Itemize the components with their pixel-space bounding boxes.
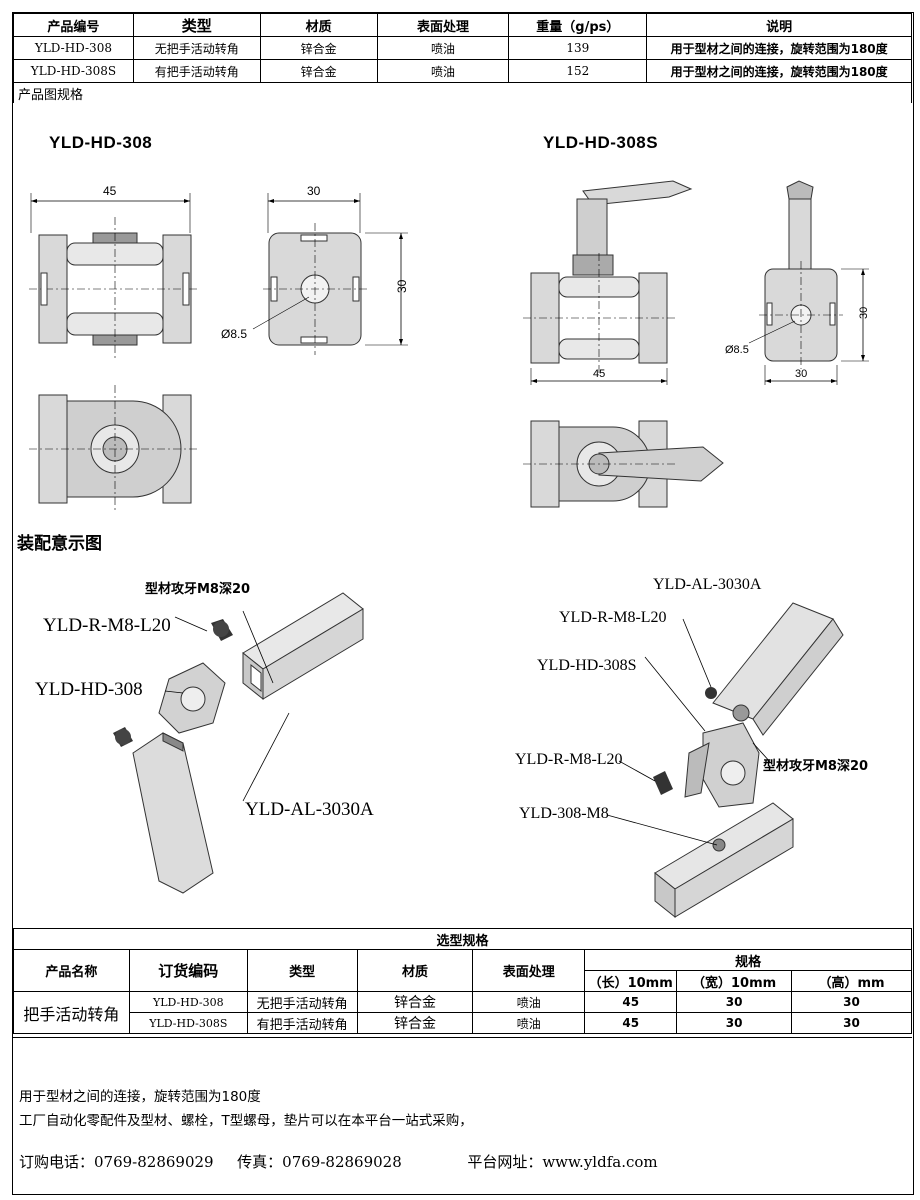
header-cell: 规格 (584, 949, 912, 971)
table-cell: 锌合金 (259, 59, 378, 83)
table-cell: 45 (584, 1012, 678, 1034)
table-cell: 139 (508, 36, 648, 60)
table-cell: 30 (676, 991, 793, 1013)
header-cell: 类型 (132, 13, 261, 37)
assembly-title: 装配意示图 (17, 534, 102, 554)
fax-text: 传真：0769-82869028 (237, 1153, 402, 1171)
table-row: YLD-HD-308 无把手活动转角 锌合金 喷油 139 用于型材之间的连接，… (13, 36, 912, 60)
table-row: YLD-HD-308S 有把手活动转角 锌合金 喷油 152 用于型材之间的连接… (13, 59, 912, 83)
table-row: 产品图规格 (13, 82, 912, 103)
table-cell: 30 (791, 1012, 912, 1034)
datasheet: 产品编号 类型 材质 表面处理 重量（g/ps） 说明 YLD-HD-308 无… (12, 12, 914, 1195)
table-cell: 有把手活动转角 (132, 59, 261, 83)
header-cell: 说明 (646, 13, 912, 37)
corner-callout: YLD-HD-308 (35, 679, 143, 700)
selection-table: 选型规格 产品名称 订货编码 类型 材质 表面处理 规格 （长）10mm （宽）… (13, 928, 912, 1034)
table-cell: 用于型材之间的连接，旋转范围为180度 (646, 36, 912, 60)
footer-line-2: 工厂自动化零配件及型材、螺栓，T型螺母，垫片可以在本平台一站式采购， (19, 1113, 473, 1129)
table-cell: 喷油 (376, 59, 510, 83)
table-cell: 45 (584, 991, 678, 1013)
table-cell: YLD-HD-308S (128, 1012, 248, 1034)
table-cell: 无把手活动转角 (132, 36, 261, 60)
dim-side-label: 30 (395, 279, 409, 293)
screw-bottom-callout: YLD-R-M8-L20 (515, 751, 623, 768)
table-cell: 锌合金 (356, 991, 474, 1013)
header-cell: 产品编号 (13, 13, 134, 37)
table-cell: YLD-HD-308 (128, 991, 248, 1013)
hole-label: Ø8.5 (221, 327, 247, 341)
table-cell: 有把手活动转角 (246, 1012, 358, 1034)
table-row: 把手活动转角 YLD-HD-308 无把手活动转角 锌合金 喷油 45 30 3… (13, 991, 912, 1034)
table-cell: 喷油 (376, 36, 510, 60)
header-cell: 重量（g/ps） (508, 13, 648, 37)
table-cell: 喷油 (472, 991, 586, 1013)
divider (13, 1037, 912, 1038)
header-cell: 表面处理 (472, 949, 586, 992)
contact-line: 订购电话：0769-82869029 传真：0769-82869028 平台网址… (19, 1151, 658, 1172)
dim-bottom-label: 30 (795, 368, 807, 380)
header-cell: 类型 (246, 949, 358, 992)
profile-callout: YLD-AL-3030A (245, 799, 374, 820)
right-part-title: YLD-HD-308S (543, 133, 659, 152)
header-cell: 订货编码 (128, 949, 248, 992)
table-cell: YLD-HD-308 (13, 36, 134, 60)
header-cell: 材质 (259, 13, 378, 37)
table-cell: YLD-HD-308S (13, 59, 134, 83)
table-cell: 无把手活动转角 (246, 991, 358, 1013)
selection-title: 选型规格 (13, 928, 912, 950)
left-part-title: YLD-HD-308 (49, 133, 153, 152)
table-cell: 用于型材之间的连接，旋转范围为180度 (646, 59, 912, 83)
header-cell: 表面处理 (376, 13, 510, 37)
dim-width-label: 45 (103, 184, 117, 198)
left-assembly-drawing (113, 592, 364, 894)
right-assembly-drawing (606, 602, 844, 919)
table-row: YLD-HD-308S 有把手活动转角 锌合金 喷油 45 30 30 (14, 1012, 912, 1034)
phone-text: 订购电话：0769-82869029 (19, 1153, 214, 1171)
table-cell: 喷油 (472, 1012, 586, 1034)
table-cell: 锌合金 (259, 36, 378, 60)
left-part-drawing: 45 30 30 Ø8.5 (29, 184, 409, 513)
footer-line-1: 用于型材之间的连接，旋转范围为180度 (19, 1089, 261, 1105)
tap-note: 型材攻牙M8深20 (145, 582, 251, 597)
product-drawing-label: 产品图规格 (13, 82, 912, 103)
spec-table: 产品编号 类型 材质 表面处理 重量（g/ps） 说明 YLD-HD-308 无… (13, 13, 912, 103)
dim-width-label: 45 (593, 368, 605, 380)
tnut-callout: YLD-308-M8 (519, 805, 609, 822)
right-part-drawing: 45 30 30 Ø8.5 (523, 180, 870, 508)
sub-header-cell: （宽）10mm (676, 970, 793, 992)
dim-top-label: 30 (307, 184, 321, 198)
table-cell: 152 (508, 59, 648, 83)
table-cell: 30 (791, 991, 912, 1013)
profile-callout: YLD-AL-3030A (653, 576, 762, 593)
spec-table-header: 产品编号 类型 材质 表面处理 重量（g/ps） 说明 (13, 13, 912, 37)
table-cell: 30 (676, 1012, 793, 1034)
header-cell: 产品名称 (13, 949, 130, 992)
sub-header-cell: （长）10mm (584, 970, 678, 992)
corner-callout: YLD-HD-308S (537, 657, 637, 674)
screw-top-callout: YLD-R-M8-L20 (559, 609, 667, 626)
hole-label: Ø8.5 (725, 344, 749, 356)
screw-callout: YLD-R-M8-L20 (43, 615, 171, 636)
website-link[interactable]: 平台网址：www.yldfa.com (467, 1153, 658, 1171)
dim-side-label: 30 (858, 307, 870, 319)
header-cell: 材质 (356, 949, 474, 992)
sub-header-cell: （高）mm (791, 970, 912, 992)
product-name-cell: 把手活动转角 (13, 991, 130, 1034)
table-cell: 锌合金 (356, 1012, 474, 1034)
tap-note: 型材攻牙M8深20 (763, 759, 869, 774)
